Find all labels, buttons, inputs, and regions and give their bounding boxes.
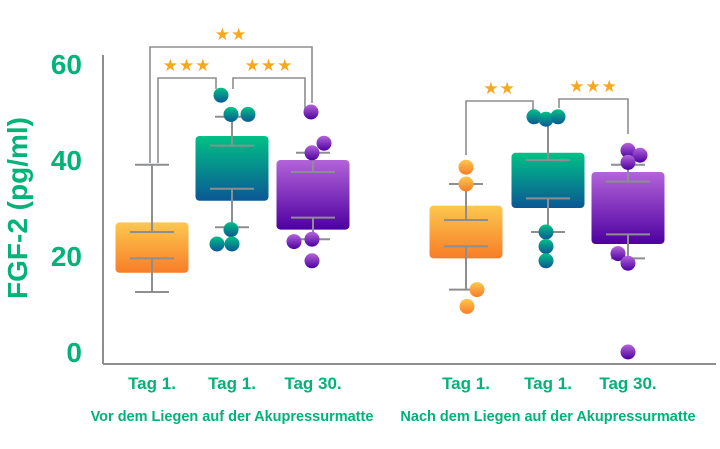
significance-stars: ★★★: [569, 77, 618, 97]
boxplot-group: [429, 183, 503, 291]
box-rect: [429, 205, 503, 259]
boxplot-layer: [115, 115, 665, 293]
data-point-dot: [469, 282, 485, 298]
data-point-dot: [526, 109, 542, 125]
data-points-layer: [209, 87, 648, 360]
significance-stars: ★★: [483, 79, 515, 99]
boxplot-group: [276, 151, 350, 241]
x-tick-label: Tag 1.: [128, 374, 176, 393]
section-labels-layer: Vor dem Liegen auf der Akupressurmatte Na…: [91, 409, 696, 425]
boxplot-group: [591, 163, 665, 260]
x-tick-labels-layer: Tag 1. Tag 1. Tag 30. Tag 1. Tag 1. Tag 30.: [128, 374, 657, 393]
data-point-dot: [209, 236, 225, 252]
data-point-dot: [550, 109, 566, 125]
x-tick-label: Tag 30.: [284, 374, 341, 393]
significance-brackets-layer: ★★★★★★★★★★★★★: [149, 25, 629, 163]
box-rect: [195, 136, 269, 201]
data-point-dot: [620, 255, 636, 271]
y-tick-label: 0: [66, 337, 82, 368]
significance-stars: ★★★: [163, 56, 212, 76]
box-rect: [511, 152, 585, 208]
y-tick-labels-layer: 0 20 40 60: [51, 49, 82, 368]
data-point-dot: [304, 253, 320, 269]
data-point-dot: [459, 298, 475, 314]
data-point-dot: [303, 104, 319, 120]
significance-bracket: [465, 100, 534, 155]
data-point-dot: [538, 253, 554, 269]
data-point-dot: [620, 154, 636, 170]
data-point-dot: [304, 145, 320, 161]
y-tick-label: 60: [51, 49, 82, 80]
significance-bracket: [149, 46, 313, 163]
significance-stars: ★★★: [245, 56, 294, 76]
data-point-dot: [223, 106, 239, 122]
data-point-dot: [538, 238, 554, 254]
box-rect: [591, 172, 665, 244]
x-tick-label: Tag 1.: [442, 374, 490, 393]
section-label: Nach dem Liegen auf der Akupressurmatte: [400, 409, 695, 425]
data-point-dot: [620, 142, 636, 158]
y-axis-title: FGF-2 (pg/ml): [2, 117, 33, 299]
boxplot-group: [511, 116, 585, 233]
section-label: Vor dem Liegen auf der Akupressurmatte: [91, 409, 374, 425]
data-point-dot: [286, 234, 302, 250]
y-tick-label: 20: [51, 241, 82, 272]
data-point-dot: [610, 246, 626, 262]
data-point-dot: [223, 222, 239, 238]
box-rect: [115, 222, 189, 273]
data-point-dot: [304, 231, 320, 247]
data-point-dot: [240, 106, 256, 122]
data-point-dot: [458, 176, 474, 192]
boxplot-group: [195, 115, 269, 229]
data-point-dot: [213, 87, 229, 103]
data-point-dot: [224, 236, 240, 252]
data-point-dot: [538, 111, 554, 127]
data-point-dot: [538, 224, 554, 240]
data-point-dot: [632, 147, 648, 163]
boxplot-group: [115, 163, 189, 293]
data-point-dot: [316, 135, 332, 151]
significance-bracket: [558, 98, 629, 134]
significance-stars: ★★: [215, 25, 247, 45]
data-point-dot: [458, 159, 474, 175]
data-point-dot: [620, 344, 636, 360]
x-tick-label: Tag 1.: [524, 374, 572, 393]
x-tick-label: Tag 30.: [599, 374, 656, 393]
box-rect: [276, 160, 350, 230]
x-tick-label: Tag 1.: [208, 374, 256, 393]
significance-bracket: [157, 77, 217, 163]
y-tick-label: 40: [51, 145, 82, 176]
significance-bracket: [232, 77, 306, 109]
